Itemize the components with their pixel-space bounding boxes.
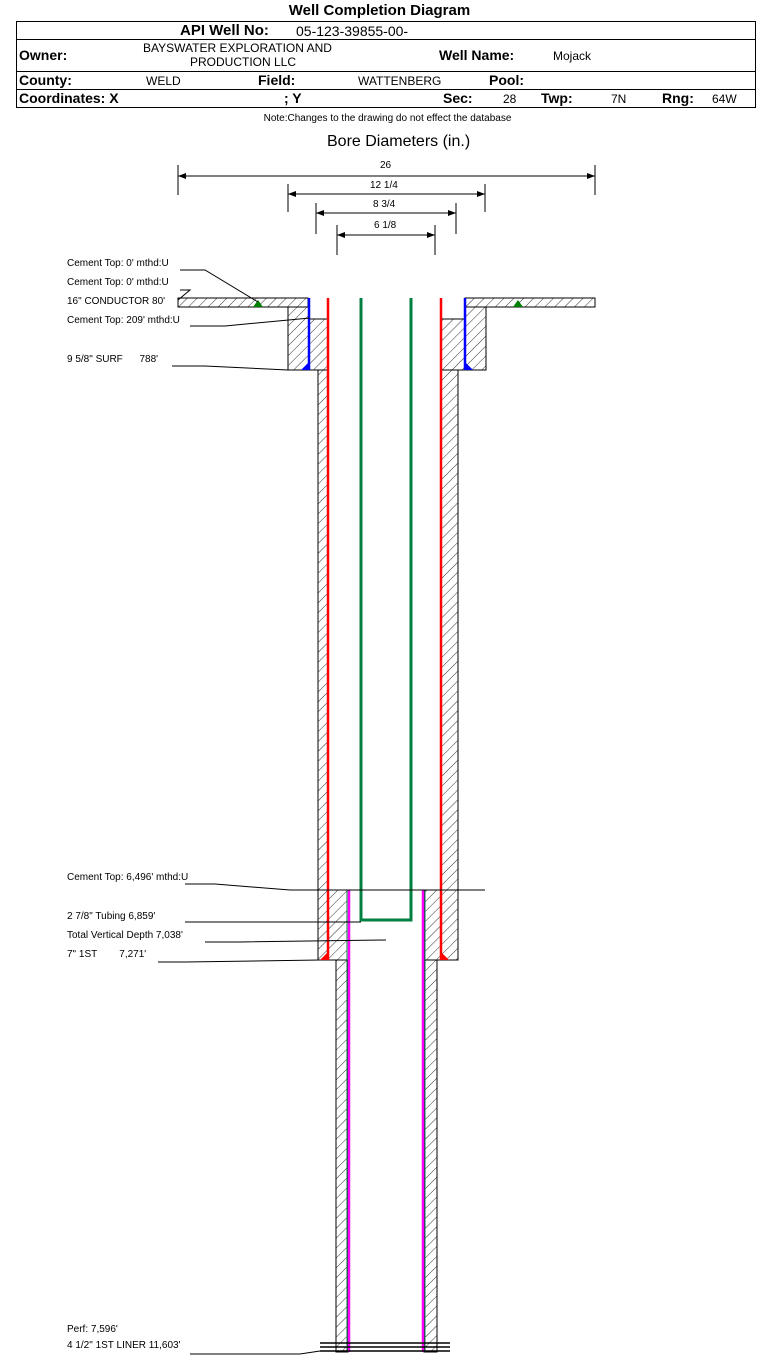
rng-value: 64W xyxy=(712,92,737,106)
field-value: WATTENBERG xyxy=(358,74,442,88)
label-cement-top-3: Cement Top: 209' mthd:U xyxy=(67,315,180,326)
county-value: WELD xyxy=(146,74,181,88)
owner-value-line2: PRODUCTION LLC xyxy=(190,55,297,69)
dimension-lines xyxy=(177,165,596,255)
diameter-label-26: 26 xyxy=(380,160,392,171)
county-label: County: xyxy=(19,72,72,88)
cement-hatching xyxy=(177,297,596,1353)
header-row-owner xyxy=(17,40,755,72)
diameter-label-12-1-4: 12 1/4 xyxy=(370,180,398,191)
note-text: Note:Changes to the drawing do not effec… xyxy=(263,113,512,124)
header-row-county xyxy=(17,72,755,90)
api-label: API Well No: xyxy=(180,22,269,39)
label-liner: 4 1/2" 1ST LINER 11,603' xyxy=(67,1340,181,1351)
cement-shoe-markers xyxy=(253,300,523,960)
label-cement-top-1: Cement Top: 0' mthd:U xyxy=(67,258,169,269)
leader-lines xyxy=(158,269,485,1355)
label-first-string: 7" 1ST 7,271' xyxy=(67,949,147,960)
page-title: Well Completion Diagram xyxy=(288,2,471,19)
label-total-vertical-depth: Total Vertical Depth 7,038' xyxy=(67,930,183,941)
diameter-label-8-3-4: 8 3/4 xyxy=(373,199,396,210)
twp-value: 7N xyxy=(611,92,627,106)
label-conductor: 16" CONDUCTOR 80' xyxy=(67,296,166,307)
rng-label: Rng: xyxy=(662,90,694,106)
well-name-value: Mojack xyxy=(553,49,592,63)
label-cement-top-4: Cement Top: 6,496' mthd:U xyxy=(67,872,189,883)
diameter-label-6-1-8: 6 1/8 xyxy=(374,220,397,231)
label-perf: Perf: 7,596' xyxy=(67,1324,118,1335)
label-tubing: 2 7/8" Tubing 6,859' xyxy=(67,911,156,922)
y-coordinate-label: ; Y xyxy=(284,90,302,106)
label-cement-top-2: Cement Top: 0' mthd:U xyxy=(67,277,169,288)
tubing xyxy=(359,298,413,922)
owner-value-line1: BAYSWATER EXPLORATION AND xyxy=(143,41,332,55)
twp-label: Twp: xyxy=(541,90,573,106)
owner-label: Owner: xyxy=(19,47,68,63)
well-header-table xyxy=(16,21,756,108)
coordinates-label: Coordinates: X xyxy=(19,90,119,106)
bore-diameters-title: Bore Diameters (in.) xyxy=(327,133,471,150)
well-name-label: Well Name: xyxy=(439,47,515,63)
header-row-api xyxy=(17,22,755,40)
sec-value: 28 xyxy=(503,92,517,106)
pool-label: Pool: xyxy=(489,72,524,88)
sec-label: Sec: xyxy=(443,90,473,106)
label-surface-casing: 9 5/8" SURF 788' xyxy=(67,354,159,365)
field-label: Field: xyxy=(258,72,296,88)
bottom-plug xyxy=(320,1342,450,1352)
api-value: 05-123-39855-00- xyxy=(296,23,409,39)
casing-strings xyxy=(307,298,467,1352)
